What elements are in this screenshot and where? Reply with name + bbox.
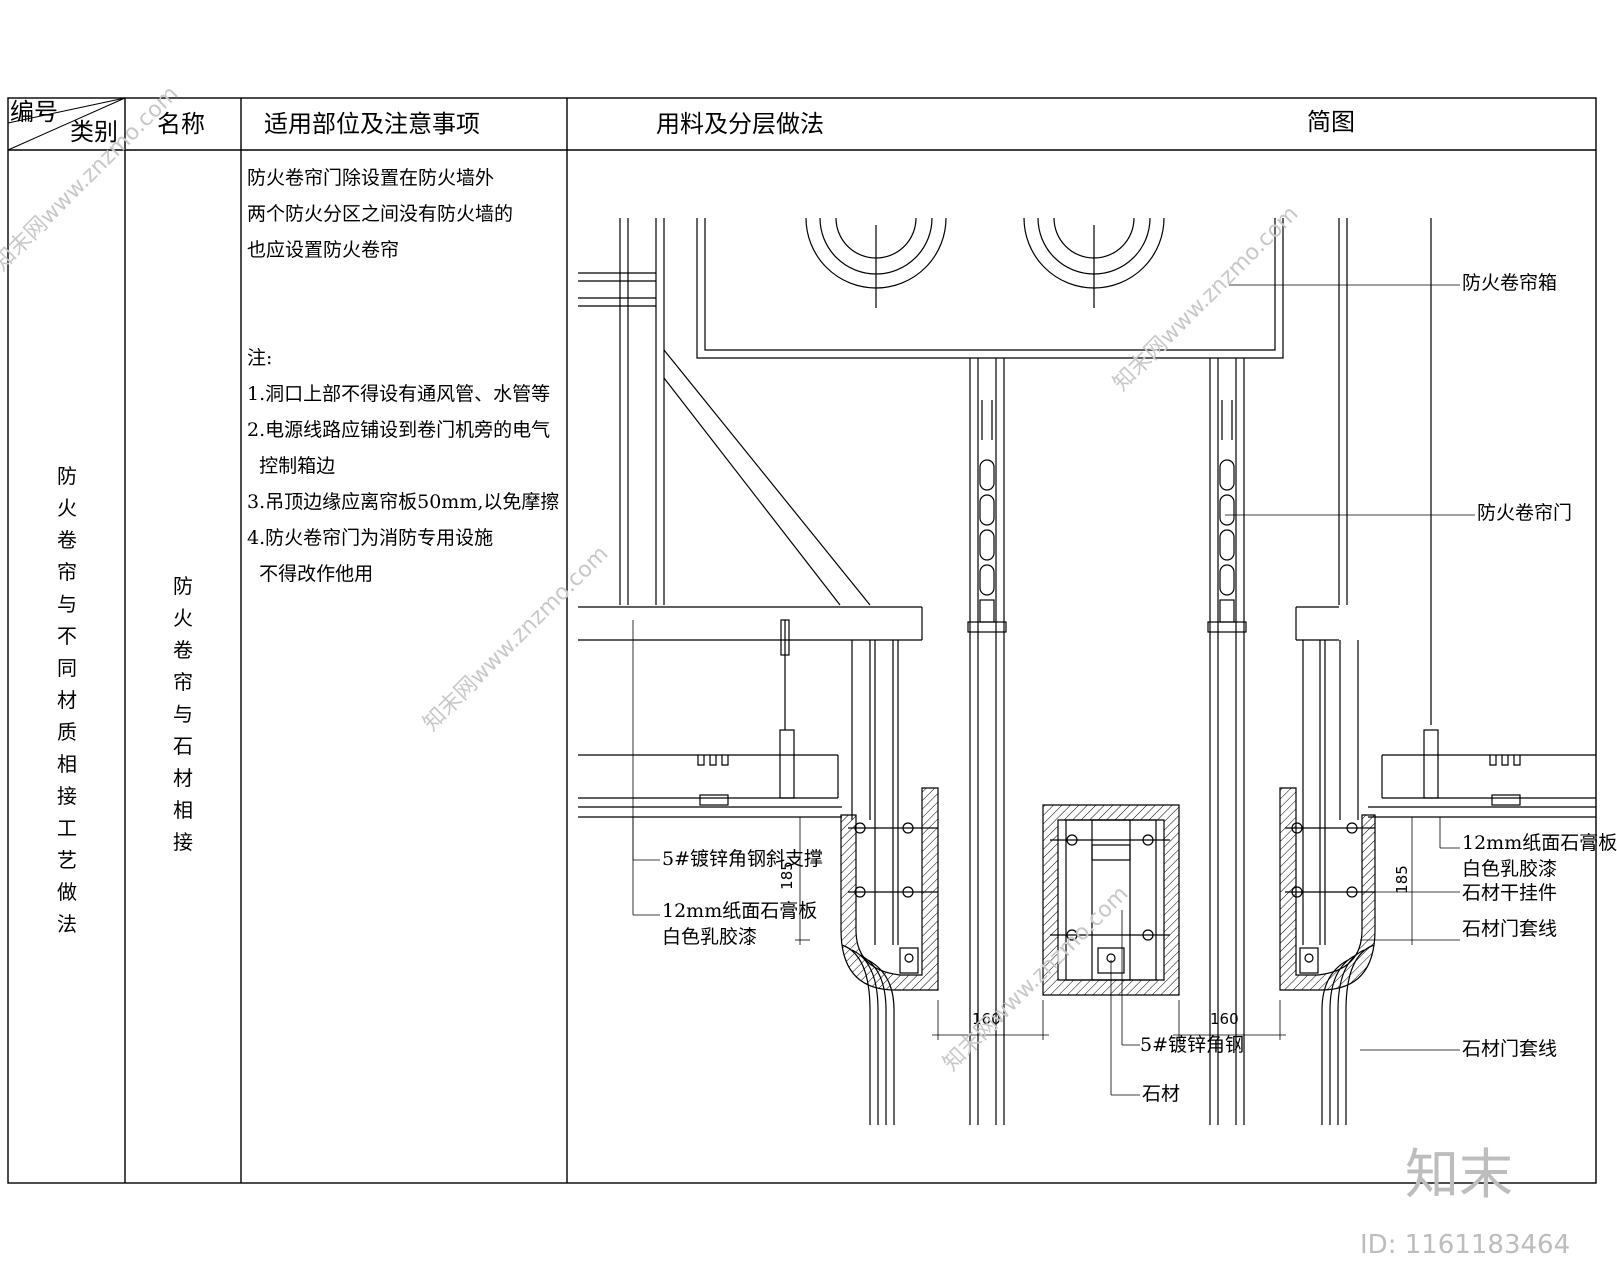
label-gypsum-right: 12mm纸面石膏板 bbox=[1462, 832, 1617, 854]
watermark-logo: 知末 bbox=[1405, 1143, 1513, 1206]
label-shutter-box: 防火卷帘箱 bbox=[1462, 272, 1558, 294]
header-name: 名称 bbox=[157, 110, 205, 138]
center-column bbox=[1042, 804, 1180, 1096]
label-angle-brace: 5#镀锌角钢斜支撑 bbox=[662, 848, 824, 870]
note-line: 也应设置防火卷帘 bbox=[247, 239, 400, 261]
header-materials: 用料及分层做法 bbox=[656, 110, 824, 138]
ceiling-left bbox=[578, 606, 923, 945]
note-line: 两个防火分区之间没有防火墙的 bbox=[247, 203, 514, 225]
note-line: 2.电源线路应铺设到卷门机旁的电气 bbox=[247, 419, 551, 441]
note-line: 注: bbox=[247, 347, 273, 369]
shutter-guide-right bbox=[1207, 358, 1475, 1125]
header-category: 类别 bbox=[70, 118, 118, 146]
label-latex-right: 白色乳胶漆 bbox=[1462, 858, 1558, 880]
label-stone: 石材 bbox=[1142, 1083, 1181, 1105]
note-line: 4.防火卷帘门为消防专用设施 bbox=[247, 527, 494, 549]
note-line: 不得改作他用 bbox=[247, 563, 374, 585]
label-gypsum-left: 12mm纸面石膏板 bbox=[662, 900, 818, 922]
stone-jamb-right bbox=[1279, 640, 1460, 1125]
note-line: 3.吊顶边缘应离帘板50mm,以免摩擦 bbox=[247, 491, 560, 513]
dim-height-left: 185 bbox=[777, 861, 796, 890]
shutter-guide-left bbox=[967, 358, 1007, 1125]
category-cell: 防火卷帘与不同材质相接工艺做法 bbox=[57, 464, 77, 936]
shutter-box bbox=[696, 217, 1460, 725]
header-diagram: 简图 bbox=[1307, 108, 1355, 136]
notes-cell: 防火卷帘门除设置在防火墙外 两个防火分区之间没有防火墙的 也应设置防火卷帘 注:… bbox=[247, 160, 565, 592]
label-angle-steel: 5#镀锌角钢 bbox=[1140, 1034, 1245, 1056]
table-grid bbox=[7, 97, 1597, 1184]
label-shutter-door: 防火卷帘门 bbox=[1477, 502, 1573, 524]
steel-frame bbox=[578, 218, 871, 606]
label-stone-hanger: 石材干挂件 bbox=[1462, 882, 1558, 904]
note-line: 防火卷帘门除设置在防火墙外 bbox=[247, 167, 495, 189]
header-code: 编号 bbox=[10, 98, 58, 126]
bolts-left bbox=[848, 822, 938, 898]
label-stone-frame-lower: 石材门套线 bbox=[1462, 1038, 1558, 1060]
stone-jamb-left bbox=[840, 640, 939, 1125]
header-scope: 适用部位及注意事项 bbox=[264, 110, 480, 138]
dim-gap-left: 160 bbox=[972, 1010, 1001, 1028]
note-line: 1.洞口上部不得设有通风管、水管等 bbox=[247, 383, 551, 405]
dimension-lines bbox=[932, 1000, 1286, 1040]
name-cell: 防火卷帘与石材相接 bbox=[173, 574, 193, 854]
note-line: 控制箱边 bbox=[247, 455, 336, 477]
label-stone-frame: 石材门套线 bbox=[1462, 918, 1558, 940]
note-line bbox=[247, 268, 565, 340]
dim-gap-right: 160 bbox=[1210, 1010, 1239, 1028]
watermark-id: ID: 1161183464 bbox=[1360, 1230, 1571, 1260]
label-latex-left: 白色乳胶漆 bbox=[662, 926, 758, 948]
dim-height-right: 185 bbox=[1392, 865, 1411, 894]
